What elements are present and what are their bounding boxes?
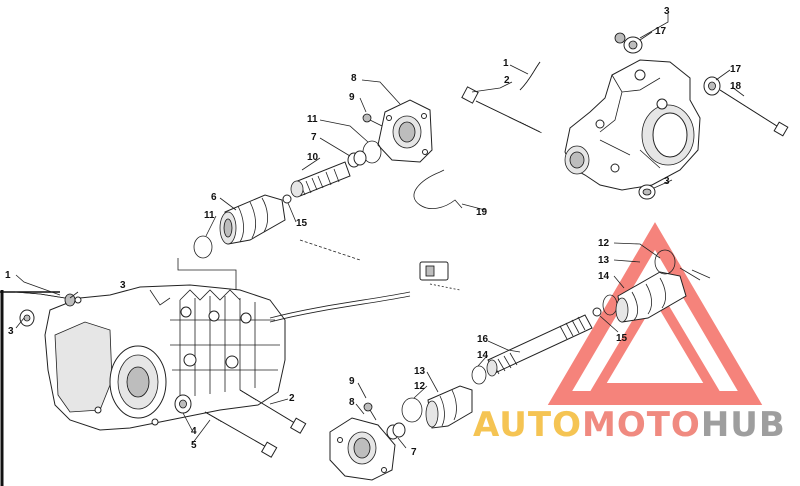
callout-12-lower: 12 [414,381,426,392]
callout-1-top: 1 [503,58,509,69]
bolt-lower-housing [363,402,377,421]
callout-5: 5 [191,440,197,451]
callout-18: 18 [730,81,742,92]
callout-10: 10 [307,152,319,163]
boot-clamp-lower [401,397,423,423]
rear-differential-assembly [564,59,701,191]
bolt-upper-housing [362,113,383,127]
svg-text:AUTOMOTOHUB: AUTOMOTOHUB [473,405,786,445]
transmission-housing [44,284,286,431]
watermark-hub: HUB [701,405,786,445]
ball-small-lower [592,307,602,317]
retaining-clip [413,171,463,210]
seal-lower [386,422,406,440]
seal-upper [347,150,367,168]
snap-ring-left [193,235,213,259]
callout-3-top: 3 [664,6,670,17]
callout-17-top: 17 [655,26,667,37]
callout-1-left: 1 [5,270,11,281]
callout-2-lower: 2 [289,393,295,404]
callout-6: 6 [211,192,217,203]
long-bolt-lower-2 [239,389,307,434]
callout-14-lower: 14 [477,350,489,361]
callout-3-left-top: 3 [120,280,126,291]
bearing-housing-upper [377,99,433,163]
bushing-lower [174,394,192,414]
callout-9-lower: 9 [349,376,355,387]
callout-4: 4 [191,426,197,437]
boot-clamp-small-lower [471,365,487,385]
bushing-left [19,309,35,327]
leader-lines [15,14,745,449]
watermark-logo-triangle [547,222,763,405]
callout-13-lower: 13 [414,366,426,377]
callout-11-top: 11 [307,114,318,125]
callout-19: 19 [476,207,488,218]
callout-14-right: 14 [598,271,610,282]
connector-block [419,261,461,291]
callout-8-top: 8 [351,73,357,84]
callout-2-top: 2 [504,75,510,86]
watermark-auto: AUTO [473,405,582,445]
cv-boot-lower [425,385,473,429]
callout-12-right: 12 [598,238,610,249]
nut-diff-lower [638,184,656,200]
callout-15-top: 15 [296,218,308,229]
long-bolt-lower-5 [204,411,278,458]
callout-16: 16 [477,334,489,345]
callout-11-left: 11 [204,210,215,221]
callout-7-top: 7 [311,132,317,143]
bushing-top [614,32,643,54]
callout-15-right: 15 [616,333,628,344]
long-bolt-upper [461,86,543,134]
callout-17-right: 17 [730,64,742,75]
ball-small-upper [282,194,292,204]
callout-3-diff: 3 [664,176,670,187]
callout-3-left: 3 [8,326,14,337]
callout-9-top: 9 [349,92,355,103]
watermark-moto: MOTO [582,405,701,445]
cable [269,291,411,319]
bushing-right [703,76,789,137]
callout-8-lower: 8 [349,397,355,408]
watermark-text: AUTOMOTOHUB [473,405,786,445]
callout-labels: 3 17 1 2 17 18 3 8 9 11 7 10 6 11 15 19 … [5,6,742,458]
splined-shaft-upper [290,161,351,198]
bearing-housing-lower [329,417,396,481]
axle-shaft [486,314,593,377]
callout-13-right: 13 [598,255,610,266]
cv-boot-upper [219,194,286,245]
callout-7-lower: 7 [411,447,417,458]
hose-left [14,291,76,307]
cv-boot-right [602,249,687,323]
